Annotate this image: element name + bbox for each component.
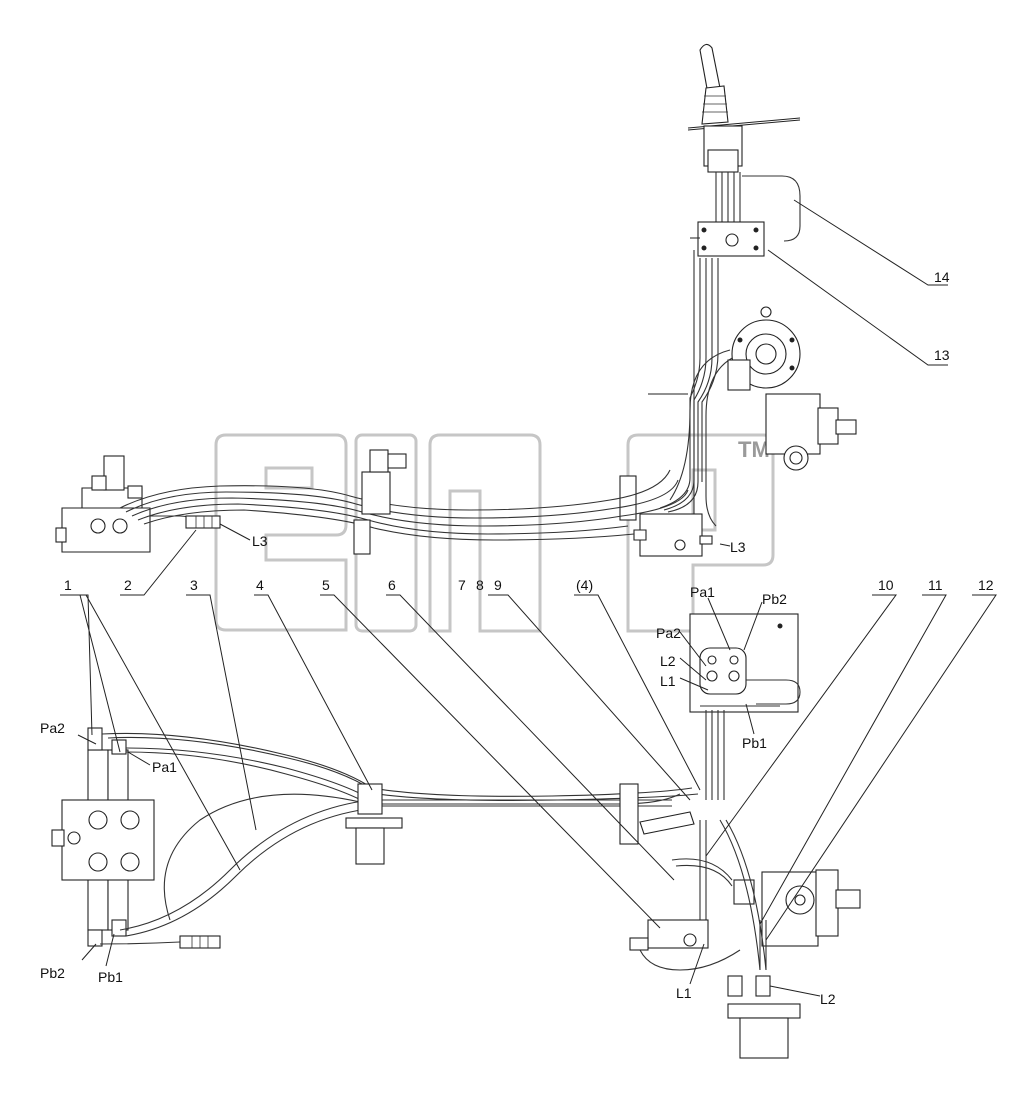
- left-upper-valve: [55, 455, 151, 553]
- callout-numbers: 1 2 3 4 5 6 7 8 9 (4) 10 11 12 13 14: [64, 269, 994, 593]
- port-pb1-right: Pb1: [742, 735, 767, 751]
- lower-hose-bundle: [99, 732, 699, 945]
- port-l2-right: L2: [660, 653, 676, 669]
- callout-2: 2: [124, 577, 132, 593]
- port-l3-right: L3: [730, 539, 746, 555]
- port-pb2-left: Pb2: [40, 965, 65, 981]
- upper-hose-bundle: [119, 469, 689, 541]
- port-labels: Pa2 Pa1 Pb2 Pb1 L3 L3 Pa1 Pb2 Pa2 L2 L1 …: [40, 533, 836, 1007]
- port-pa2-right: Pa2: [656, 625, 681, 641]
- callout-4: 4: [256, 577, 264, 593]
- callout-8: 8: [476, 577, 484, 593]
- port-l1-bottom: L1: [676, 985, 692, 1001]
- upper-bundle-clamp: [353, 449, 407, 555]
- manifold-block-13: [690, 221, 765, 257]
- callout-14: 14: [934, 269, 950, 285]
- tank-outlet: [727, 920, 801, 1059]
- port-l2-bottom: L2: [820, 991, 836, 1007]
- upper-pump-motor: [648, 393, 857, 471]
- port-l1-right: L1: [660, 673, 676, 689]
- lower-bundle-clamp: [345, 783, 403, 865]
- port-l3-left: L3: [252, 533, 268, 549]
- callout-5: 5: [322, 577, 330, 593]
- fitting-l3-left: [185, 515, 221, 529]
- callout-9: 9: [494, 577, 502, 593]
- fitting-lower-left: [179, 935, 221, 949]
- port-pb2-right: Pb2: [762, 591, 787, 607]
- callout-1: 1: [64, 577, 72, 593]
- lower-right-motor: [671, 819, 861, 971]
- callout-4-paren: (4): [576, 577, 593, 593]
- left-directional-valve: [51, 727, 155, 947]
- lower-valve-block: [629, 919, 741, 971]
- callout-11: 11: [928, 577, 943, 593]
- joystick-hose-bundle: [659, 250, 737, 550]
- callout-12: 12: [978, 577, 994, 593]
- callout-3: 3: [190, 577, 198, 593]
- callout-10: 10: [878, 577, 894, 593]
- leader-lines: [60, 199, 997, 997]
- port-pa1-left: Pa1: [152, 759, 177, 775]
- pedal-valve-disc: [727, 306, 801, 391]
- right-clamps: [619, 475, 713, 557]
- port-pb1-left: Pb1: [98, 969, 123, 985]
- joystick-assembly: [687, 43, 801, 242]
- control-panel: [689, 613, 801, 800]
- watermark-tm: TM: [738, 437, 770, 462]
- port-pa1-right: Pa1: [690, 584, 715, 600]
- port-pa2-left: Pa2: [40, 720, 65, 736]
- callout-7: 7: [458, 577, 466, 593]
- callout-13: 13: [934, 347, 950, 363]
- callout-6: 6: [388, 577, 396, 593]
